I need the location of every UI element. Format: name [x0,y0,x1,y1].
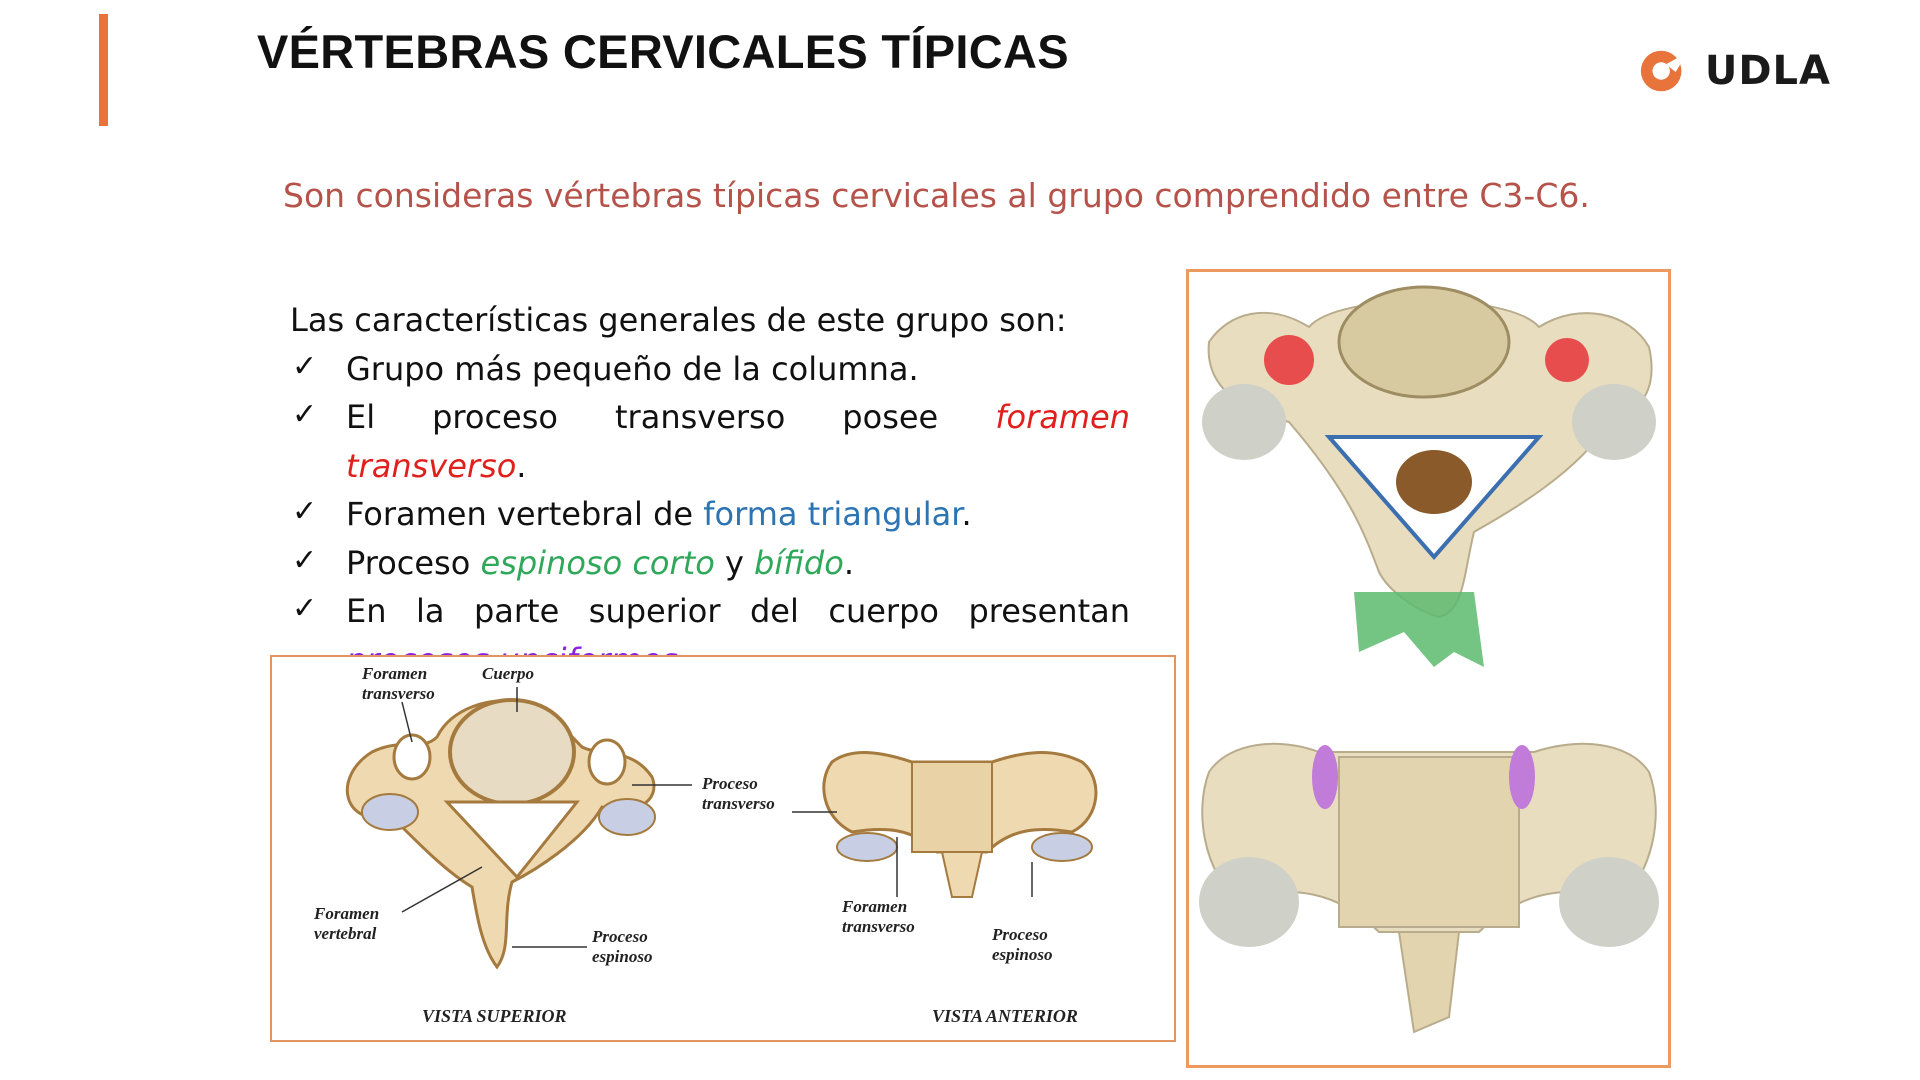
check-icon: ✓ [292,494,318,529]
label-foramen-vertebral-line2: vertebral [314,924,377,943]
feature-item: ✓ Grupo más pequeño de la columna. [290,345,1130,394]
feature-text: En la parte superior del cuerpo presenta… [346,592,1130,630]
slide-subtitle: Son consideras vértebras típicas cervica… [283,176,1590,215]
feature-text-end: . [516,446,527,485]
label-proceso-espinoso-left-line1: Proceso [591,927,648,946]
foramen-transverso-left-highlight [1264,335,1314,385]
check-icon: ✓ [292,348,318,384]
feature-text-end: . [843,543,854,582]
label-proceso-espinoso-right-line2: espinoso [992,945,1052,964]
feature-text-middle: y [714,543,755,582]
feature-text: Proceso [346,543,481,582]
label-vista-anterior: VISTA ANTERIOR [932,1006,1078,1026]
features-block: Las características generales de este gr… [290,296,1130,684]
label-proceso-espinoso-right-line1: Proceso [991,925,1048,944]
label-foramen-transverso-line1: Foramen [361,664,427,683]
feature-text: El proceso transverso posee [346,398,996,436]
accent-bar [99,14,108,126]
feature-text-end: . [961,495,972,533]
vertebra-diagram: Foramen transverso Cuerpo Proceso transv… [270,655,1176,1042]
anterior-view-drawing [822,751,1098,898]
feature-item: ✓ Proceso espinoso corto y bífido. [290,539,1130,588]
feature-text: Grupo más pequeño de la columna. [346,349,919,388]
anterior-view-render [1199,742,1659,1034]
leader-lines [401,687,1033,948]
label-foramen-vertebral-line1: Foramen [313,904,379,923]
uncinate-process-left-highlight [1312,745,1338,809]
label-cuerpo: Cuerpo [482,664,534,683]
label-foramen-transverso-line2: transverso [362,684,435,703]
label-vista-superior: VISTA SUPERIOR [422,1006,567,1026]
vertebra-photo-panel [1186,269,1671,1068]
bifido-highlight: bífido [754,543,844,582]
uncinate-process-right-highlight [1509,745,1535,809]
vertebra-photo-svg [1199,285,1659,1034]
check-icon: ✓ [292,542,318,578]
superior-view-drawing [345,698,656,970]
logo-text: UDLA [1704,48,1831,94]
label-foramen-transverso-right-line1: Foramen [841,897,907,916]
foramen-transverso-right-highlight [1545,338,1589,382]
label-proceso-transverso-line1: Proceso [701,774,758,793]
foramen-transverso-highlight: foramen transverso [346,398,1130,485]
check-icon: ✓ [292,591,318,626]
espinoso-corto-highlight: espinoso corto [480,543,715,582]
udla-logo: UDLA [1637,44,1831,98]
feature-item: ✓ El proceso transverso posee foramen tr… [290,393,1130,490]
forma-triangular-highlight: forma triangular [703,495,962,533]
label-proceso-transverso-line2: transverso [702,794,775,813]
vertebra-diagram-svg: Foramen transverso Cuerpo Proceso transv… [313,664,1098,1026]
features-list: ✓ Grupo más pequeño de la columna. ✓ El … [290,345,1130,685]
slide-title: VÉRTEBRAS CERVICALES TÍPICAS [257,25,1069,78]
spinous-process-highlight [1354,592,1484,667]
udla-logo-mark-icon [1640,50,1688,92]
superior-view-render [1202,285,1656,667]
check-icon: ✓ [292,397,318,432]
feature-item: ✓ Foramen vertebral de forma triangular. [290,490,1130,539]
label-foramen-transverso-right-line2: transverso [842,917,915,936]
feature-text: Foramen vertebral de [346,495,704,533]
features-intro: Las características generales de este gr… [290,301,1067,339]
label-proceso-espinoso-left-line2: espinoso [592,947,652,966]
